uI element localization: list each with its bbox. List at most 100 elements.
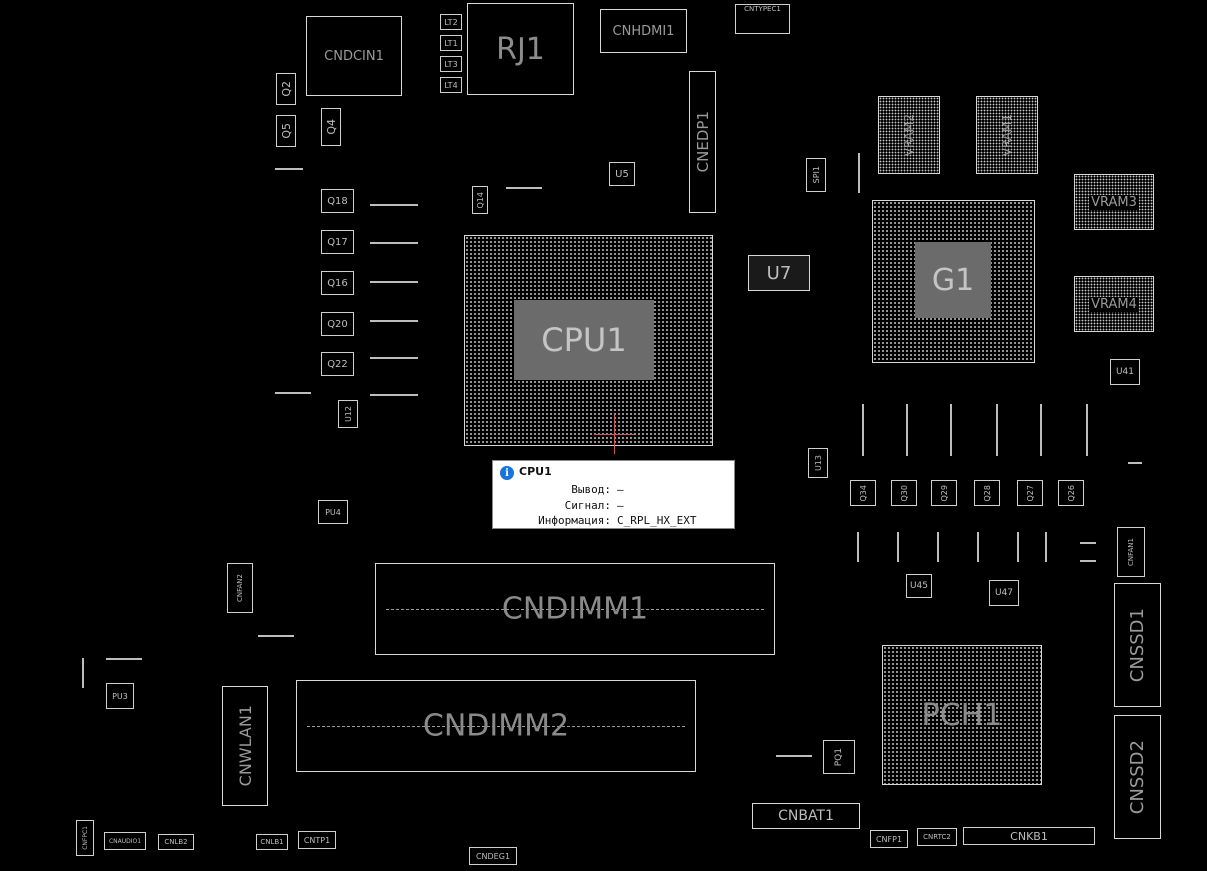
q17-transistor[interactable]: Q17 xyxy=(321,230,354,254)
q4-transistor[interactable]: Q4 xyxy=(321,108,341,146)
lt2-inductor[interactable]: LT2 xyxy=(440,14,462,30)
trace xyxy=(106,658,142,660)
trace xyxy=(977,532,979,562)
vram2-chip[interactable]: VRAM2 xyxy=(878,96,940,174)
q22-transistor[interactable]: Q22 xyxy=(321,352,354,376)
trace xyxy=(1128,462,1142,464)
slot-pins xyxy=(307,726,685,727)
q14-transistor[interactable]: Q14 xyxy=(472,186,488,214)
cnfp1-connector[interactable]: CNFP1 xyxy=(870,830,908,848)
trace xyxy=(1080,560,1096,562)
cnssd1-connector[interactable]: CNSSD1 xyxy=(1114,583,1161,707)
tooltip-title: CPU1 xyxy=(519,465,552,478)
q2-transistor[interactable]: Q2 xyxy=(276,73,296,105)
vram4-chip[interactable]: VRAM4 xyxy=(1074,276,1154,332)
trace xyxy=(857,532,859,562)
cnkb1-connector[interactable]: CNKB1 xyxy=(963,827,1095,845)
cnfan2-connector[interactable]: CNFAN2 xyxy=(227,563,253,613)
trace xyxy=(1040,404,1042,456)
trace xyxy=(370,242,418,244)
u13-chip[interactable]: U13 xyxy=(808,448,828,478)
pq1-chip[interactable]: PQ1 xyxy=(823,740,855,774)
cnwlan1-connector[interactable]: CNWLAN1 xyxy=(222,686,268,806)
u7-chip[interactable]: U7 xyxy=(748,255,810,291)
q16-transistor[interactable]: Q16 xyxy=(321,271,354,295)
q20-transistor[interactable]: Q20 xyxy=(321,312,354,336)
lt3-inductor[interactable]: LT3 xyxy=(440,56,462,72)
trace xyxy=(275,392,311,394)
q27-transistor[interactable]: Q27 xyxy=(1017,480,1043,506)
pch1-chipset[interactable]: PCH1 xyxy=(882,645,1042,785)
cndeg1-connector[interactable]: CNDEG1 xyxy=(469,847,517,865)
cnfan1-connector[interactable]: CNFAN1 xyxy=(1117,527,1145,577)
trace xyxy=(996,404,998,456)
trace xyxy=(1017,532,1019,562)
info-icon: i xyxy=(500,466,514,480)
cnlb2-connector[interactable]: CNLB2 xyxy=(158,834,194,850)
cnfpc1-connector[interactable]: CNFPC1 xyxy=(76,820,94,856)
u41-chip[interactable]: U41 xyxy=(1110,359,1140,385)
pu4-chip[interactable]: PU4 xyxy=(318,500,348,524)
q34-transistor[interactable]: Q34 xyxy=(850,480,876,506)
trace xyxy=(370,357,418,359)
tooltip-label: Вывод: xyxy=(571,483,611,496)
vram3-chip[interactable]: VRAM3 xyxy=(1074,174,1154,230)
lt4-inductor[interactable]: LT4 xyxy=(440,77,462,93)
cnbat1-connector[interactable]: CNBAT1 xyxy=(752,803,860,829)
trace xyxy=(258,635,294,637)
vram1-chip[interactable]: VRAM1 xyxy=(976,96,1038,174)
cnlb1-connector[interactable]: CNLB1 xyxy=(256,834,288,850)
component-info-tooltip: i CPU1 Вывод: — Сигнал: — Информация: C_… xyxy=(492,460,735,529)
cndimm2-slot[interactable]: CNDIMM2 xyxy=(296,680,696,772)
trace xyxy=(862,404,864,456)
rj1-connector[interactable]: RJ1 xyxy=(467,3,574,95)
q29-transistor[interactable]: Q29 xyxy=(931,480,957,506)
trace xyxy=(950,404,952,456)
trace xyxy=(370,281,418,283)
cnhdmi1-connector[interactable]: CNHDMI1 xyxy=(600,9,687,53)
cnssd2-connector[interactable]: CNSSD2 xyxy=(1114,715,1161,839)
lt1-inductor[interactable]: LT1 xyxy=(440,35,462,51)
trace xyxy=(776,755,812,757)
tooltip-value: — xyxy=(617,499,624,512)
q18-transistor[interactable]: Q18 xyxy=(321,189,354,213)
trace xyxy=(506,187,542,189)
trace xyxy=(82,658,84,688)
spi1-chip[interactable]: SPI1 xyxy=(806,158,826,192)
trace xyxy=(906,404,908,456)
q5-transistor[interactable]: Q5 xyxy=(276,115,296,147)
cntypec1-connector[interactable]: CNTYPEC1 xyxy=(735,4,790,34)
u12-chip[interactable]: U12 xyxy=(338,400,358,428)
tooltip-label: Сигнал: xyxy=(564,499,611,512)
q30-transistor[interactable]: Q30 xyxy=(891,480,917,506)
trace xyxy=(370,394,418,396)
trace xyxy=(1086,404,1088,456)
cnaudio1-connector[interactable]: CNAUDIO1 xyxy=(104,832,146,850)
cnedp1-connector[interactable]: CNEDP1 xyxy=(689,71,716,213)
cndcin1-connector[interactable]: CNDCIN1 xyxy=(306,16,402,96)
tooltip-value: — xyxy=(617,483,624,496)
trace xyxy=(370,320,418,322)
cursor-crosshair xyxy=(614,414,615,454)
trace xyxy=(1045,532,1047,562)
cpu1-die[interactable]: CPU1 xyxy=(514,300,654,380)
tooltip-value: C_RPL_HX_EXT xyxy=(617,514,697,527)
trace xyxy=(858,153,860,193)
tooltip-row-signal: Сигнал: — xyxy=(493,499,713,512)
g1-die[interactable]: G1 xyxy=(915,242,991,318)
cndimm1-slot[interactable]: CNDIMM1 xyxy=(375,563,775,655)
pu3-chip[interactable]: PU3 xyxy=(106,683,134,709)
trace xyxy=(370,204,418,206)
cntp1-connector[interactable]: CNTP1 xyxy=(298,831,336,849)
u5-chip[interactable]: U5 xyxy=(609,162,635,186)
q28-transistor[interactable]: Q28 xyxy=(974,480,1000,506)
trace xyxy=(275,168,303,170)
q26-transistor[interactable]: Q26 xyxy=(1058,480,1084,506)
u45-chip[interactable]: U45 xyxy=(906,574,932,598)
tooltip-row-info: Информация: C_RPL_HX_EXT xyxy=(493,514,713,527)
tooltip-row-pin: Вывод: — xyxy=(493,483,713,496)
u47-chip[interactable]: U47 xyxy=(989,580,1019,606)
cnrtc2-connector[interactable]: CNRTC2 xyxy=(917,828,957,846)
trace xyxy=(937,532,939,562)
